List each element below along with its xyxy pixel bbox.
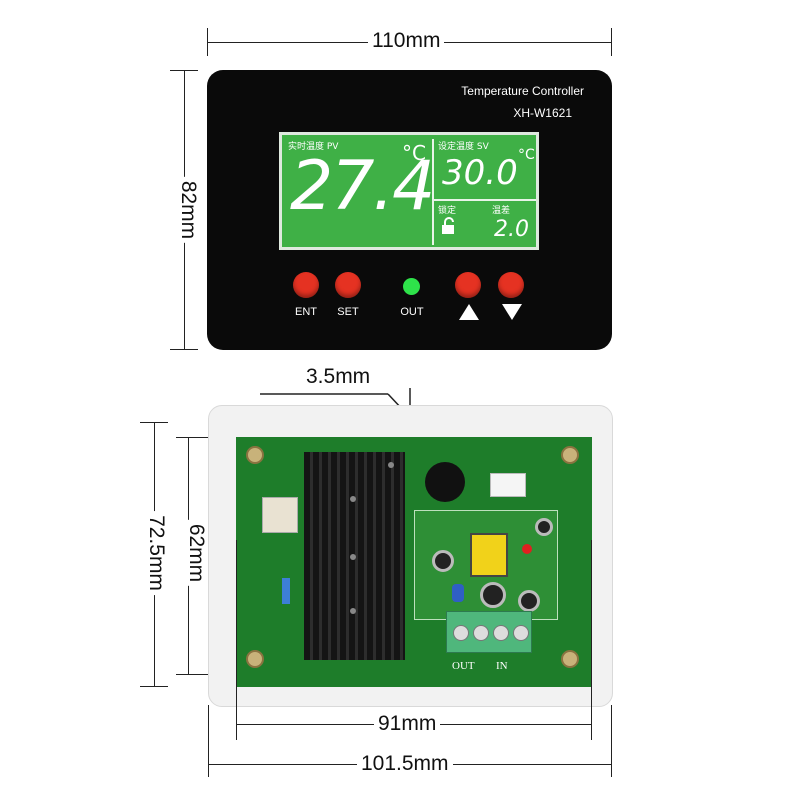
sensor-connector (490, 473, 526, 497)
terminal-screw (513, 625, 529, 641)
outer-height-tick-bottom (140, 686, 168, 687)
screw-bottom-left (246, 650, 264, 668)
front-height-label: 82mm (176, 176, 201, 244)
heatsink-hole (350, 608, 356, 614)
inner-height-label: 62mm (184, 519, 209, 587)
sv-value: 30.0 (442, 153, 518, 193)
front-height-tick-bottom (170, 349, 198, 350)
pcb-width-tick-left (236, 540, 237, 740)
back-width-tick-left (208, 705, 209, 777)
panel-model: XH-W1621 (513, 106, 572, 120)
pcb-width-label: 91mm (374, 712, 441, 736)
set-button[interactable] (335, 272, 361, 298)
terminal-screw (473, 625, 489, 641)
terminal-screw (493, 625, 509, 641)
front-panel: Temperature Controller XH-W1621 实时温度 PV … (207, 70, 612, 350)
capacitor (432, 550, 454, 572)
heatsink-hole (350, 554, 356, 560)
unlock-icon (442, 217, 454, 234)
bezel-edge-label: 3.5mm (302, 365, 375, 389)
lcd-display: 实时温度 PV 27.4 °C 设定温度 SV 30.0 °C 锁定 温差 2.… (279, 132, 539, 250)
in-terminal-label: IN (496, 660, 508, 672)
back-width-tick-right (611, 705, 612, 777)
inner-height-tick-bottom (176, 674, 226, 675)
pv-label: 实时温度 PV (288, 142, 339, 152)
relay (262, 497, 298, 533)
capacitor (480, 582, 506, 608)
resistor-component (282, 578, 290, 604)
screw-top-right (561, 446, 579, 464)
sv-label: 设定温度 SV (438, 142, 489, 152)
pv-value: 27.4 (290, 147, 435, 226)
ent-button[interactable] (293, 272, 319, 298)
outer-height-label: 72.5mm (143, 511, 168, 595)
transformer (470, 533, 508, 577)
front-width-tick-right (611, 28, 612, 56)
heatsink (304, 452, 405, 660)
screw-bottom-right (561, 650, 579, 668)
led-red-component (522, 544, 532, 554)
capacitor (518, 590, 540, 612)
heatsink-hole (350, 496, 356, 502)
lock-label: 锁定 (438, 206, 457, 216)
down-button[interactable] (498, 272, 524, 298)
terminal-block (446, 611, 532, 653)
sv-unit: °C (518, 147, 535, 163)
pv-unit: °C (402, 141, 426, 165)
panel-title: Temperature Controller (461, 84, 584, 98)
up-button[interactable] (455, 272, 481, 298)
screw-top-left (246, 446, 264, 464)
buzzer (425, 462, 465, 502)
out-indicator-label: OUT (400, 306, 424, 318)
set-button-label: SET (337, 306, 359, 318)
pcb-width-tick-right (591, 540, 592, 740)
lcd-divider-horizontal (434, 199, 536, 201)
heatsink-hole (388, 462, 394, 468)
diff-value: 2.0 (494, 217, 529, 242)
down-arrow-icon (502, 304, 522, 320)
ent-button-label: ENT (295, 306, 317, 318)
capacitor-blue (452, 584, 464, 602)
front-width-label: 110mm (368, 29, 445, 53)
back-width-label: 101.5mm (357, 752, 453, 776)
capacitor (535, 518, 553, 536)
inner-height-tick-top (176, 437, 226, 438)
terminal-screw (453, 625, 469, 641)
diff-label: 温差 (492, 206, 511, 216)
out-terminal-label: OUT (452, 660, 475, 672)
up-arrow-icon (459, 304, 479, 320)
out-indicator-led (403, 278, 420, 295)
lcd-divider-vertical (432, 139, 434, 245)
